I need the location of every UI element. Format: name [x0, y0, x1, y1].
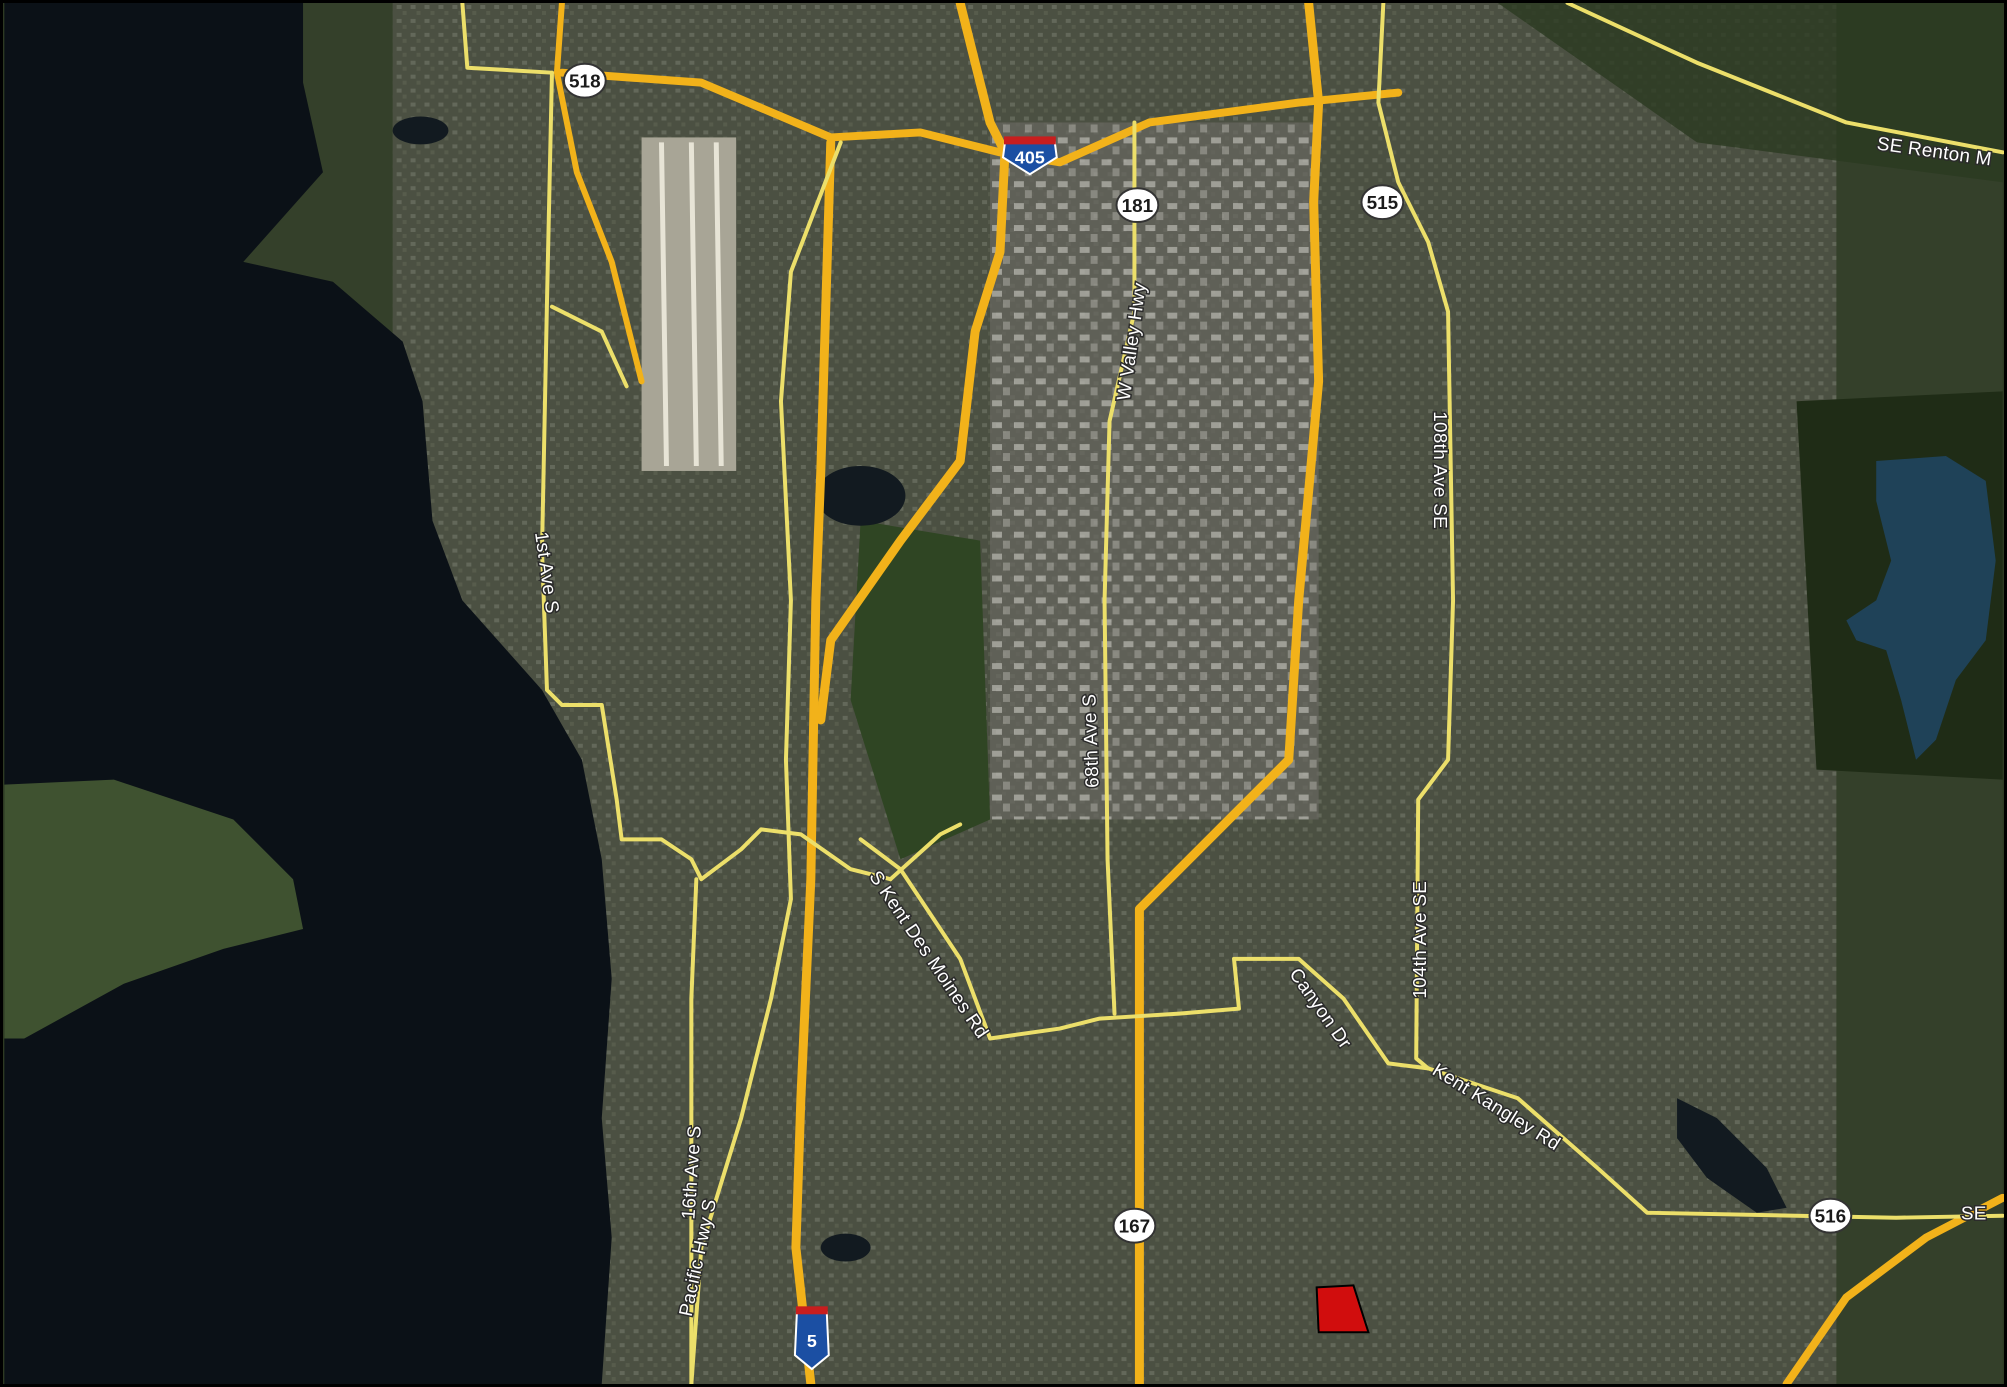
airport-connector: [549, 304, 629, 389]
sr167-road[interactable]: [1134, 3, 1324, 1384]
kent-kangley-road[interactable]: [1426, 1066, 2004, 1220]
label-108th-ave: 108th Ave SE: [1429, 411, 1450, 529]
industrial-area: [990, 122, 1319, 820]
lake-south: [820, 1233, 871, 1262]
shield-sr181-label: 181: [1122, 196, 1154, 217]
map-canvas[interactable]: 518 405 181 515 167 516 5 SE Renton M W …: [3, 3, 2004, 1384]
forest-north: [1497, 3, 2003, 183]
label-se-edge: SE: [1961, 1204, 1987, 1225]
shield-i405-label: 405: [1015, 147, 1045, 167]
site-parcel[interactable]: [1315, 1284, 1370, 1334]
shield-sr518[interactable]: 518: [562, 62, 607, 99]
green-corridor: [850, 520, 991, 860]
shield-sr518-label: 518: [569, 72, 601, 93]
first-ave-road[interactable]: [540, 70, 893, 882]
label-68th-ave: 68th Ave S: [1079, 693, 1103, 788]
connector-road: [888, 822, 963, 882]
arterial-north[interactable]: [460, 3, 554, 75]
shield-sr167[interactable]: 167: [1112, 1207, 1157, 1244]
shield-sr515[interactable]: 515: [1360, 184, 1405, 221]
shield-sr181[interactable]: 181: [1115, 187, 1160, 224]
angle-lake: [815, 465, 906, 526]
label-104th-ave: 104th Ave SE: [1410, 881, 1431, 999]
shield-sr515-label: 515: [1367, 193, 1399, 214]
lake-east: [1677, 1098, 1787, 1213]
se-renton-road[interactable]: [1565, 3, 2004, 155]
lake-north: [392, 116, 449, 145]
shield-i5-label: 5: [807, 1331, 817, 1351]
i5-road[interactable]: [791, 137, 836, 1384]
kent-des-moines-road[interactable]: [858, 837, 1431, 1071]
i405-road[interactable]: [816, 3, 1010, 725]
w-valley-hwy-road[interactable]: [1102, 120, 1137, 1016]
highways: [553, 3, 2004, 1384]
108th-ave-road[interactable]: [1376, 3, 1456, 1071]
arterials: [460, 3, 2004, 1384]
puget-sound: [4, 3, 612, 1384]
sixteenth-ave-road[interactable]: [689, 877, 699, 1384]
shield-i405[interactable]: 405: [1001, 136, 1058, 176]
lake-meridian: [1846, 456, 1996, 760]
island: [4, 779, 304, 1039]
shield-sr516[interactable]: 516: [1808, 1197, 1853, 1234]
runway-lines: [658, 142, 724, 467]
shield-sr516-label: 516: [1815, 1207, 1847, 1228]
shield-i5[interactable]: 5: [793, 1306, 830, 1371]
sr509-road[interactable]: [553, 3, 645, 385]
shield-sr167-label: 167: [1119, 1217, 1151, 1238]
pacific-hwy-road[interactable]: [689, 140, 843, 1384]
